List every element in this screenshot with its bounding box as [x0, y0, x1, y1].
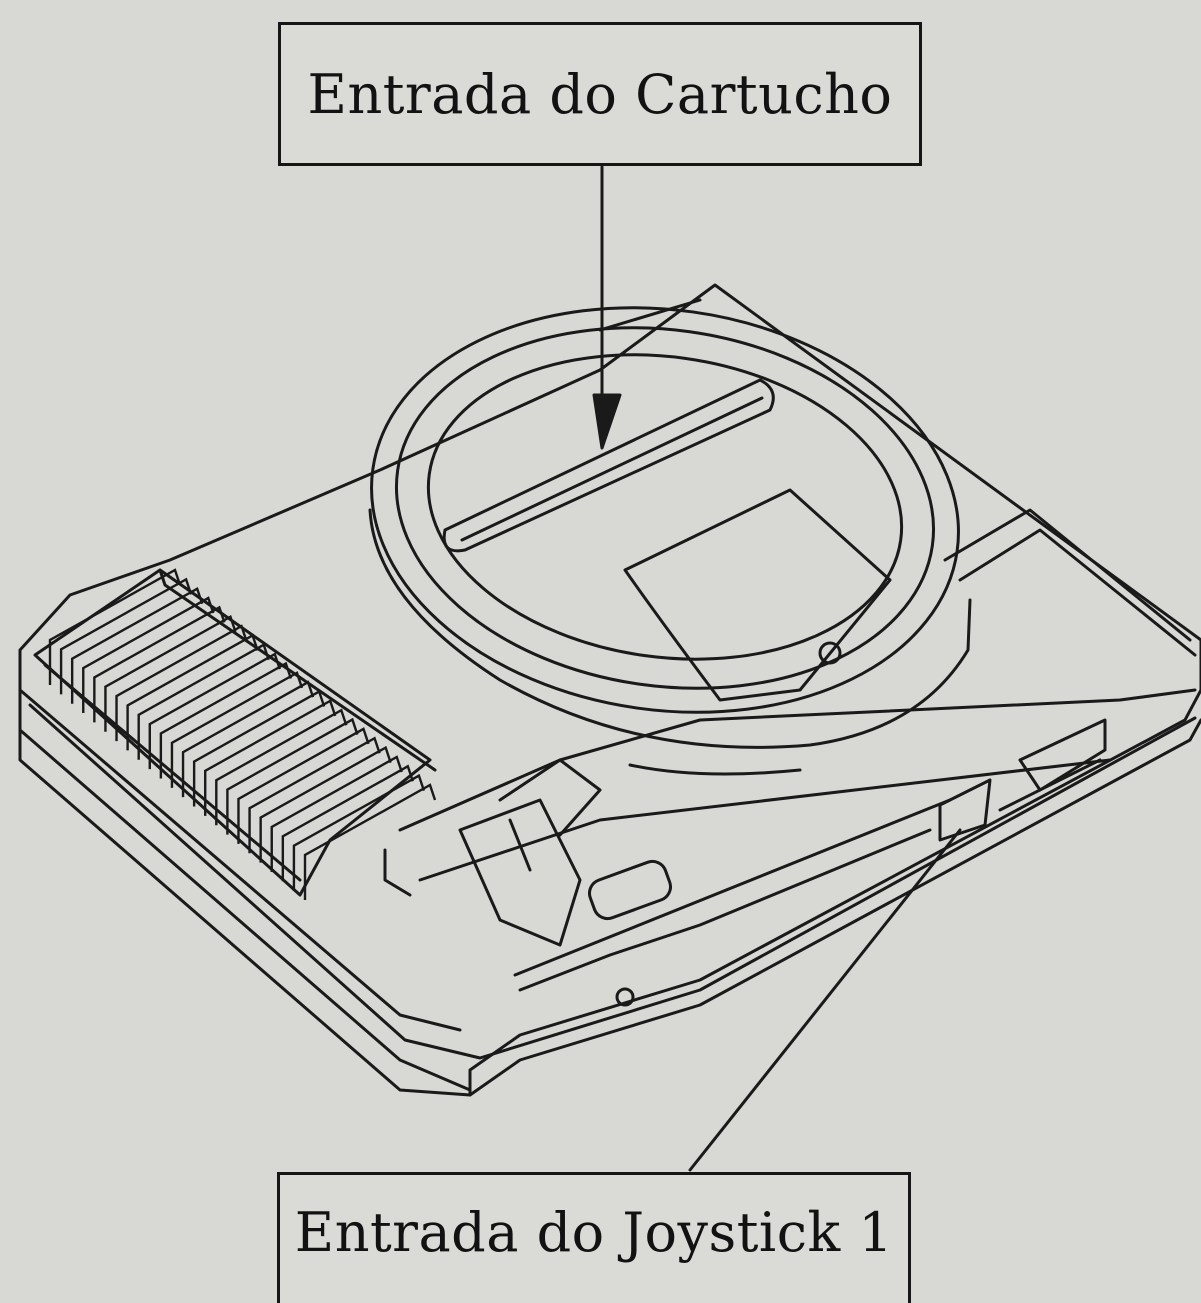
vent-fin	[82, 596, 215, 714]
vent-fins	[48, 568, 437, 900]
joystick-port-2	[1018, 718, 1107, 792]
vent-fin	[181, 680, 315, 798]
cartridge-slot-label-text: Entrada do Cartucho	[307, 62, 893, 126]
power-switch	[458, 798, 582, 947]
vent-fin	[204, 699, 337, 816]
vent-fin	[126, 633, 259, 751]
vent-fin	[226, 717, 359, 835]
vent-fin	[59, 577, 193, 695]
cartridge-ring-inner	[394, 326, 936, 690]
vent-fin	[48, 568, 182, 685]
console-top-face	[18, 283, 1201, 1092]
vent-fin	[70, 586, 204, 704]
joystick-callout-line	[688, 828, 962, 1172]
joystick-port-label: Entrada do Joystick 1	[277, 1172, 911, 1303]
vent-fin	[281, 764, 414, 882]
cartridge-slot	[442, 378, 775, 553]
vent-grille	[33, 568, 437, 897]
cartridge-ring-outer	[370, 306, 960, 714]
console-side-face	[18, 718, 1201, 1097]
vent-fin	[159, 661, 293, 779]
vent-fin	[137, 643, 270, 760]
vent-fin	[270, 755, 403, 872]
vent-fin	[259, 745, 392, 863]
reset-button	[588, 859, 672, 921]
cartridge-slot-label: Entrada do Cartucho	[278, 22, 922, 166]
vent-fin	[148, 652, 281, 770]
vent-fin	[93, 605, 226, 723]
vent-fin	[303, 783, 437, 900]
vent-fin	[237, 727, 370, 844]
vent-fin	[215, 708, 348, 826]
vent-fin	[192, 689, 326, 807]
vent-fin	[292, 773, 426, 891]
vent-fin	[104, 614, 237, 732]
vent-fin	[115, 624, 248, 742]
joystick-port-1	[938, 778, 992, 842]
front-panel	[398, 688, 1197, 832]
vent-fin	[170, 671, 304, 788]
cartridge-callout-arrowhead	[592, 393, 622, 450]
joystick-port-label-text: Entrada do Joystick 1	[294, 1200, 894, 1264]
vent-fin	[248, 736, 381, 854]
